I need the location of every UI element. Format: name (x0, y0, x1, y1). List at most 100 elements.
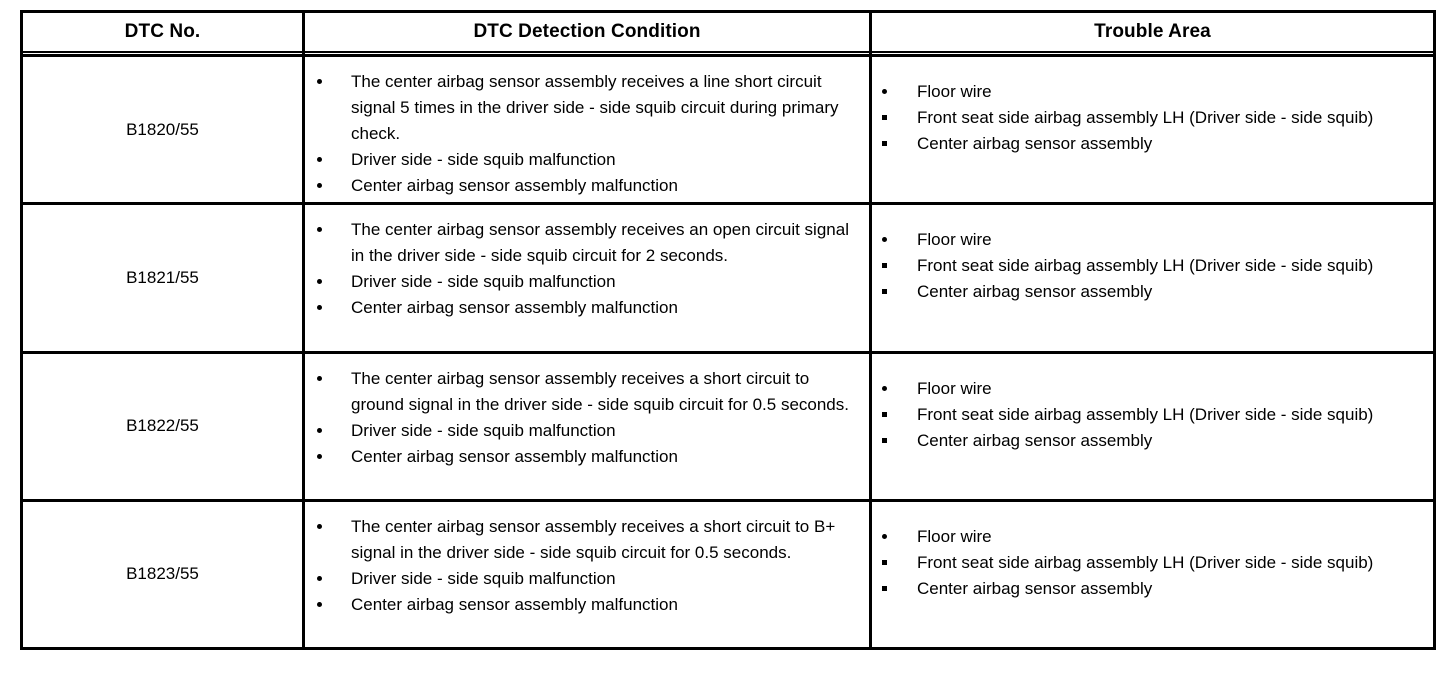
trouble-area-text: Floor wire (917, 230, 992, 250)
condition-bullet-list: The center airbag sensor assembly receiv… (317, 366, 859, 470)
trouble-area-list-item: Center airbag sensor assembly (882, 131, 1425, 157)
cell-detection-condition: The center airbag sensor assembly receiv… (302, 205, 869, 351)
condition-bullet-list: The center airbag sensor assembly receiv… (317, 217, 859, 321)
table-row: B1823/55 The center airbag sensor assembl… (23, 501, 1433, 647)
condition-list-item: The center airbag sensor assembly receiv… (317, 217, 859, 269)
column-header-trouble-area: Trouble Area (869, 13, 1433, 51)
round-bullet-icon (317, 566, 329, 592)
condition-list-item: Driver side - side squib malfunction (317, 566, 859, 592)
trouble-area-text: Center airbag sensor assembly (917, 282, 1153, 302)
condition-list-item: The center airbag sensor assembly receiv… (317, 69, 859, 147)
trouble-area-list-item: Floor wire (882, 227, 1425, 253)
cell-detection-condition: The center airbag sensor assembly receiv… (302, 501, 869, 647)
cell-dtc-no: B1820/55 (126, 119, 199, 139)
trouble-area-list-item: Floor wire (882, 524, 1425, 550)
round-bullet-icon (317, 418, 329, 444)
condition-text: Center airbag sensor assembly malfunctio… (351, 176, 678, 195)
round-bullet-icon (317, 295, 329, 321)
condition-text: The center airbag sensor assembly receiv… (351, 368, 849, 414)
condition-text: The center airbag sensor assembly receiv… (351, 516, 836, 562)
trouble-area-list-item: Center airbag sensor assembly (882, 279, 1425, 305)
condition-bullet-list: The center airbag sensor assembly receiv… (317, 514, 859, 618)
square-bullet-icon (882, 105, 894, 131)
round-bullet-icon (317, 147, 329, 173)
condition-text: Driver side - side squib malfunction (351, 568, 616, 588)
cell-detection-condition: The center airbag sensor assembly receiv… (302, 57, 869, 203)
square-bullet-icon (882, 402, 894, 428)
column-header-dtc-no: DTC No. (124, 21, 201, 42)
round-bullet-icon (882, 376, 894, 402)
condition-text: The center airbag sensor assembly receiv… (351, 72, 839, 143)
round-bullet-icon (317, 173, 329, 199)
square-bullet-icon (882, 428, 894, 454)
square-bullet-icon (882, 253, 894, 279)
trouble-area-list-item: Center airbag sensor assembly (882, 428, 1425, 454)
square-bullet-icon (882, 550, 894, 576)
round-bullet-icon (882, 524, 894, 550)
round-bullet-icon (317, 444, 329, 470)
round-bullet-icon (882, 227, 894, 253)
condition-list-item: The center airbag sensor assembly receiv… (317, 514, 859, 566)
round-bullet-icon (317, 269, 329, 295)
trouble-area-text: Center airbag sensor assembly (917, 430, 1153, 450)
trouble-area-list-item: Front seat side airbag assembly LH (Driv… (882, 105, 1425, 131)
round-bullet-icon (317, 514, 329, 540)
trouble-area-text: Floor wire (917, 526, 992, 546)
trouble-area-list-item: Front seat side airbag assembly LH (Driv… (882, 402, 1425, 428)
condition-list-item: Center airbag sensor assembly malfunctio… (317, 444, 859, 470)
table-row: B1822/55 The center airbag sensor assembl… (23, 353, 1433, 502)
header-rule-divider-2 (869, 51, 872, 57)
condition-text: Center airbag sensor assembly malfunctio… (351, 298, 678, 318)
round-bullet-icon (317, 366, 329, 392)
table-row: B1820/55 The center airbag sensor assembl… (23, 57, 1433, 206)
trouble-area-text: Floor wire (917, 82, 992, 101)
trouble-area-list-item: Center airbag sensor assembly (882, 576, 1425, 602)
trouble-area-text: Front seat side airbag assembly LH (Driv… (917, 552, 1374, 572)
condition-list-item: Driver side - side squib malfunction (317, 147, 859, 173)
header-rule-divider-1 (302, 51, 305, 57)
dtc-table: DTC No. DTC Detection Condition Trouble … (20, 10, 1436, 650)
condition-list-item: Center airbag sensor assembly malfunctio… (317, 295, 859, 321)
condition-text: Driver side - side squib malfunction (351, 150, 616, 169)
trouble-area-list-item: Front seat side airbag assembly LH (Driv… (882, 550, 1425, 576)
condition-list-item: Center airbag sensor assembly malfunctio… (317, 592, 859, 618)
square-bullet-icon (882, 279, 894, 305)
header-double-rule (23, 51, 1433, 57)
trouble-area-text: Front seat side airbag assembly LH (Driv… (917, 108, 1374, 127)
condition-list-item: The center airbag sensor assembly receiv… (317, 366, 859, 418)
condition-text: Driver side - side squib malfunction (351, 420, 616, 440)
condition-text: Center airbag sensor assembly malfunctio… (351, 594, 678, 614)
square-bullet-icon (882, 576, 894, 602)
cell-dtc-no: B1823/55 (126, 564, 199, 584)
round-bullet-icon (317, 217, 329, 243)
trouble-area-text: Center airbag sensor assembly (917, 578, 1153, 598)
condition-text: The center airbag sensor assembly receiv… (351, 220, 849, 266)
table-row: B1821/55 The center airbag sensor assembl… (23, 205, 1433, 354)
trouble-area-text: Front seat side airbag assembly LH (Driv… (917, 256, 1374, 276)
square-bullet-icon (882, 131, 894, 157)
round-bullet-icon (317, 69, 329, 95)
condition-list-item: Driver side - side squib malfunction (317, 269, 859, 295)
cell-dtc-no: B1822/55 (126, 416, 199, 436)
condition-bullet-list: The center airbag sensor assembly receiv… (317, 69, 859, 199)
trouble-area-text: Center airbag sensor assembly (917, 134, 1153, 153)
trouble-area-list-item: Front seat side airbag assembly LH (Driv… (882, 253, 1425, 279)
condition-text: Center airbag sensor assembly malfunctio… (351, 446, 678, 466)
round-bullet-icon (882, 79, 894, 105)
cell-dtc-no: B1821/55 (126, 267, 199, 287)
condition-list-item: Center airbag sensor assembly malfunctio… (317, 173, 859, 199)
table-header-row: DTC No. DTC Detection Condition Trouble … (23, 13, 1433, 51)
trouble-area-list-item: Floor wire (882, 79, 1425, 105)
trouble-area-list-item: Floor wire (882, 376, 1425, 402)
trouble-area-text: Floor wire (917, 378, 992, 398)
column-header-dtc-detection-condition: DTC Detection Condition (302, 13, 869, 51)
